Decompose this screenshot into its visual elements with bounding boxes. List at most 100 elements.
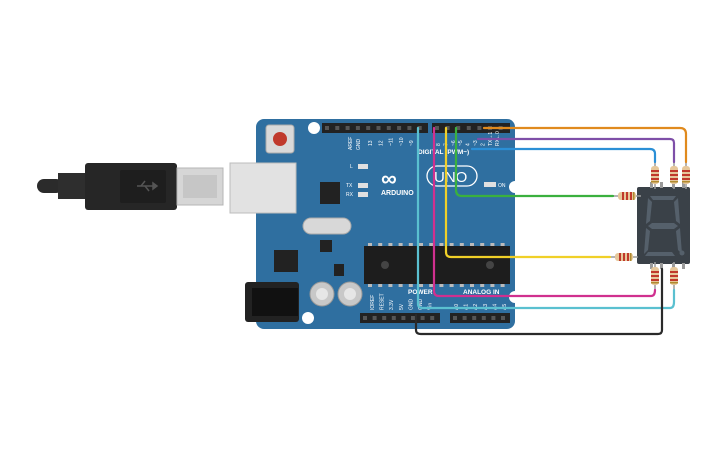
yellow-wire[interactable]	[444, 126, 612, 259]
header-hole[interactable]	[372, 316, 377, 320]
label-gnd: GND	[356, 139, 362, 151]
crystal-oscillator	[302, 217, 352, 235]
header-hole[interactable]	[345, 126, 350, 130]
header-hole[interactable]	[491, 316, 496, 320]
resistor[interactable]	[670, 161, 678, 189]
digital-pin-label: 8	[436, 143, 442, 146]
label-analog-in: ANALOG IN	[463, 289, 500, 296]
header-hole[interactable]	[430, 316, 435, 320]
label-tx: TX	[346, 183, 353, 189]
green-wire[interactable]	[454, 126, 615, 198]
seven-segment-display[interactable]: 8	[0, 0, 690, 269]
model-name: UNO	[434, 169, 467, 186]
power-pin-label: 3.3V	[389, 299, 395, 310]
power-pin-label: IOREF	[370, 295, 376, 310]
display-digit: 8	[0, 0, 1, 1]
header-hole[interactable]	[401, 316, 406, 320]
segments	[644, 196, 685, 256]
digital-pin-label: ~10	[399, 137, 405, 146]
header-analog[interactable]	[450, 313, 510, 323]
blue-wire[interactable]	[470, 147, 657, 164]
header-hole[interactable]	[386, 126, 391, 130]
led-on	[484, 182, 496, 187]
header-hole[interactable]	[335, 126, 340, 130]
brand-name: ARDUINO	[381, 190, 414, 197]
digital-pin-label: ~5	[458, 140, 464, 146]
purple-wire[interactable]	[476, 137, 676, 164]
atmega-chip	[364, 243, 510, 287]
cyan-wire[interactable]	[416, 126, 676, 310]
analog-pin-label: A3	[483, 304, 489, 310]
header-digital-left[interactable]	[322, 123, 428, 133]
header-hole[interactable]	[435, 126, 439, 130]
resistor[interactable]	[682, 161, 690, 189]
header-hole[interactable]	[445, 126, 450, 130]
header-hole[interactable]	[472, 316, 477, 320]
digital-pin-label: 12	[378, 140, 384, 146]
analog-pin-label: A5	[502, 304, 508, 310]
reset-button[interactable]	[265, 124, 295, 154]
header-hole[interactable]	[417, 126, 422, 130]
label-rx: RX	[346, 192, 354, 198]
led-l	[358, 164, 368, 169]
orange-wire[interactable]	[482, 126, 688, 164]
usb-chip	[320, 182, 340, 204]
header-hole[interactable]	[477, 126, 482, 130]
black-wire[interactable]	[414, 267, 664, 336]
header-hole[interactable]	[407, 126, 412, 130]
label-aref: AREF	[348, 137, 354, 150]
digital-pin-label: ~9	[409, 140, 415, 146]
header-hole[interactable]	[462, 316, 467, 320]
digital-pin-label: ~6	[451, 140, 457, 146]
led-tx	[358, 183, 368, 188]
analog-pin-label: A4	[492, 304, 498, 310]
header-hole[interactable]	[366, 126, 371, 130]
power-pin-label: GND	[418, 299, 424, 311]
digital-pin-label: 13	[368, 140, 374, 146]
header-hole[interactable]	[456, 126, 461, 130]
digital-pin-label: ~3	[473, 140, 479, 146]
header-hole[interactable]	[391, 316, 396, 320]
header-hole[interactable]	[363, 316, 367, 320]
resistor[interactable]	[651, 262, 659, 290]
digital-pin-label: 4	[466, 143, 472, 146]
usb-jack	[229, 162, 297, 214]
voltage-regulator	[274, 250, 298, 272]
label-power: POWER	[408, 289, 433, 296]
analog-pin-label: A2	[473, 304, 479, 310]
header-hole[interactable]	[453, 316, 457, 320]
header-power[interactable]	[360, 313, 440, 323]
label-digital: DIGITAL (PWM~)	[418, 149, 469, 156]
analog-pin-label: A1	[464, 304, 470, 310]
header-hole[interactable]	[501, 316, 505, 320]
header-hole[interactable]	[466, 126, 471, 130]
power-pin-label: Vin	[428, 303, 434, 310]
usb-icon	[137, 180, 159, 192]
header-hole[interactable]	[376, 126, 381, 130]
resistor[interactable]	[613, 192, 641, 200]
arduino-logo: ∞ ARDUINO UNO	[381, 165, 478, 197]
label-on: ON	[498, 183, 506, 189]
header-hole[interactable]	[420, 316, 425, 320]
resistor[interactable]	[610, 253, 638, 261]
header-digital-right[interactable]	[432, 123, 510, 133]
infinity-icon: ∞	[381, 166, 397, 191]
arduino-board[interactable]: L TX RX ON DIGITAL (PWM~) POWER ANALOG I…	[229, 119, 521, 329]
header-hole[interactable]	[411, 316, 415, 320]
power-pin-label: 5V	[399, 303, 405, 310]
resistor[interactable]	[670, 262, 678, 290]
header-hole[interactable]	[325, 126, 329, 130]
digital-pin-label: ~11	[389, 138, 395, 146]
header-hole[interactable]	[397, 126, 402, 130]
header-hole[interactable]	[355, 126, 360, 130]
magenta-wire[interactable]	[432, 126, 657, 298]
led-rx	[358, 192, 368, 197]
header-hole[interactable]	[382, 316, 387, 320]
header-hole[interactable]	[481, 316, 486, 320]
usb-cable[interactable]	[37, 163, 224, 210]
resistor[interactable]	[651, 161, 659, 189]
digital-pin-label: 2	[480, 143, 486, 146]
label-l: L	[350, 164, 353, 170]
power-pin-label: RESET	[380, 293, 386, 310]
